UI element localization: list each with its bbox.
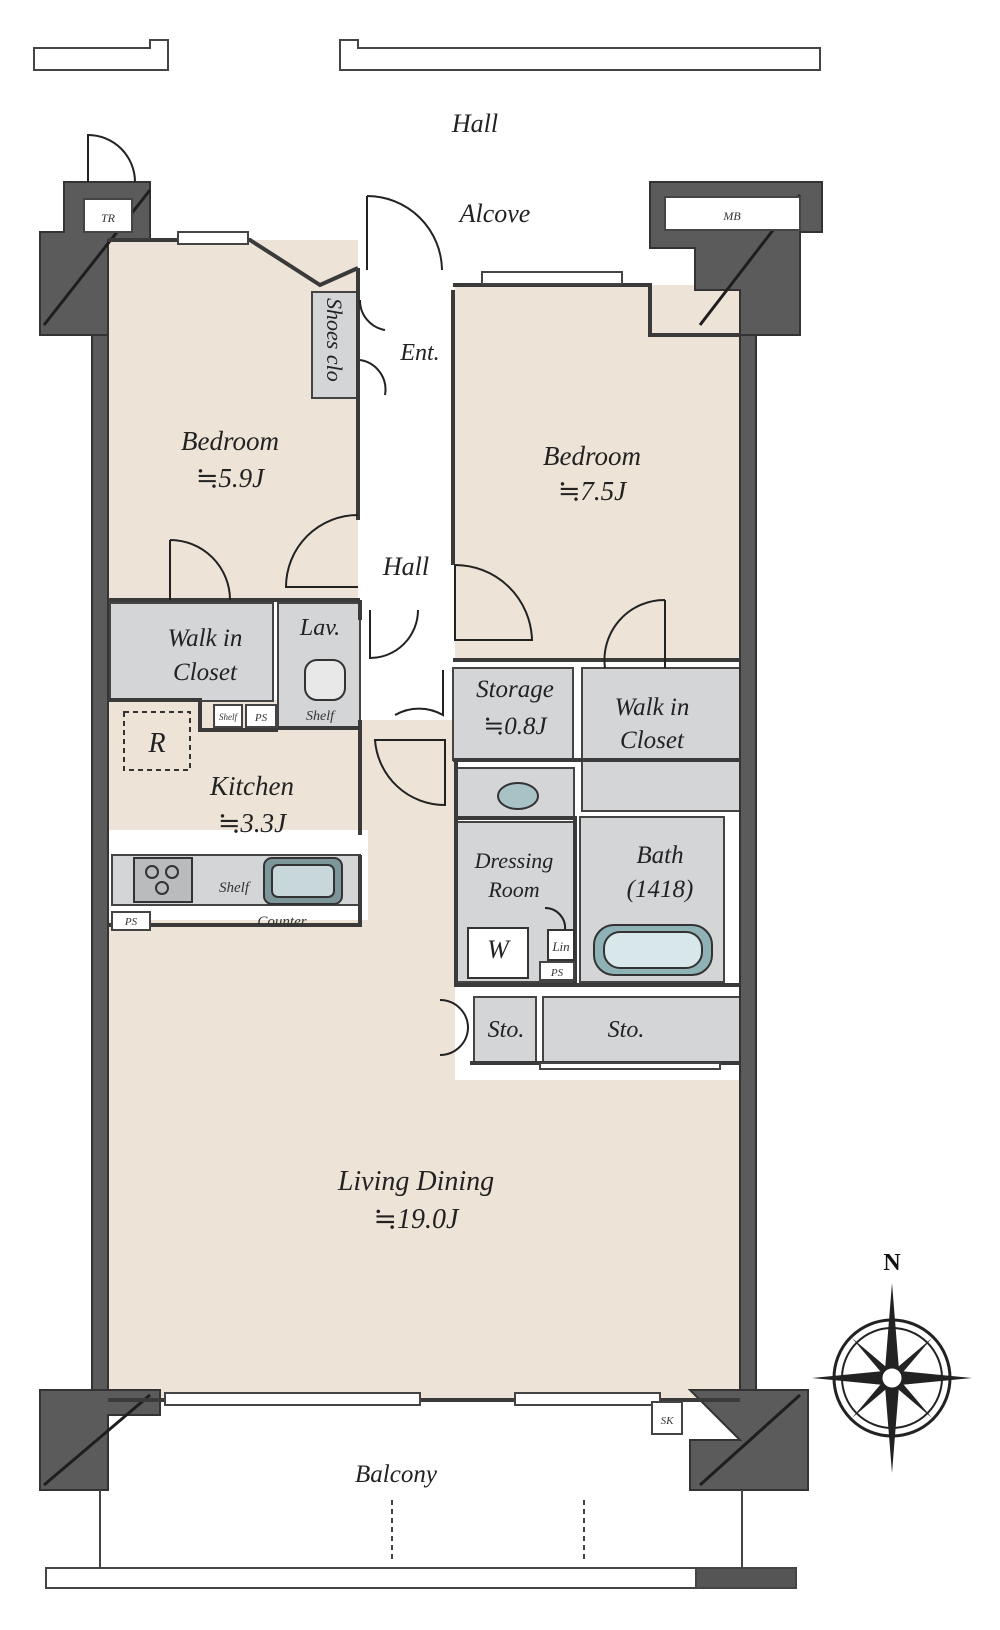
doors [87, 133, 666, 1056]
north-label: N [883, 1250, 901, 1276]
compass-rose [812, 1283, 972, 1473]
bath-line1: Bath [636, 842, 683, 869]
ps-label-bath: PS [550, 967, 564, 979]
storage-size: ≒0.8J [483, 713, 548, 740]
wic-right-line1: Walk in [615, 694, 690, 721]
floor-fills [108, 240, 740, 1400]
lav-shelf-label: Shelf [306, 709, 336, 724]
bath-line2: (1418) [627, 876, 694, 903]
bedroom-right-size: ≒7.5J [558, 476, 628, 506]
hall-inner-label: Hall [382, 552, 429, 581]
ps-label-kitchen: PS [124, 916, 138, 928]
balcony-label: Balcony [355, 1461, 438, 1488]
bedroom-left-name: Bedroom [181, 426, 279, 456]
lavatory-label: Lav. [299, 615, 340, 641]
wic-shelf-label: Shelf [219, 712, 238, 722]
refrigerator-outline [123, 711, 191, 771]
living-dining-name: Living Dining [337, 1166, 494, 1197]
ps-label-top: PS [254, 712, 268, 724]
dressing-room-line2: Room [487, 877, 539, 902]
tr-label: TR [101, 211, 116, 225]
dressing-room-line1: Dressing [474, 848, 554, 873]
sk-label: SK [661, 1415, 675, 1427]
kitchen-size: ≒3.3J [218, 808, 288, 838]
hall-top-label: Hall [451, 109, 498, 138]
windows [164, 231, 721, 1406]
living-dining-size: ≒19.0J [374, 1204, 460, 1235]
kitchen-shelf-label: Shelf [219, 880, 251, 896]
refrigerator-label: R [147, 728, 165, 759]
sto-large-label: Sto. [608, 1017, 645, 1043]
fixtures [133, 659, 713, 979]
counter-label: Counter [257, 914, 306, 930]
sto-small-label: Sto. [488, 1017, 525, 1043]
wic-left-line1: Walk in [168, 625, 243, 652]
entrance-label: Ent. [399, 340, 439, 366]
storage-name: Storage [476, 676, 554, 703]
linen-label: Lin [551, 939, 569, 954]
small-boxes [83, 196, 801, 1435]
bedroom-left-size: ≒5.9J [196, 463, 266, 493]
shoes-closet-label: Shoes clo [322, 298, 347, 382]
bedroom-right-name: Bedroom [543, 441, 641, 471]
corridor-rails [33, 39, 821, 71]
washer-label: W [487, 935, 511, 964]
wic-left-line2: Closet [173, 659, 238, 686]
kitchen-name: Kitchen [209, 771, 294, 801]
mb-label: MB [722, 209, 741, 223]
balcony-rail [45, 1490, 797, 1589]
alcove-label: Alcove [458, 199, 531, 228]
wic-right-line2: Closet [620, 727, 685, 754]
